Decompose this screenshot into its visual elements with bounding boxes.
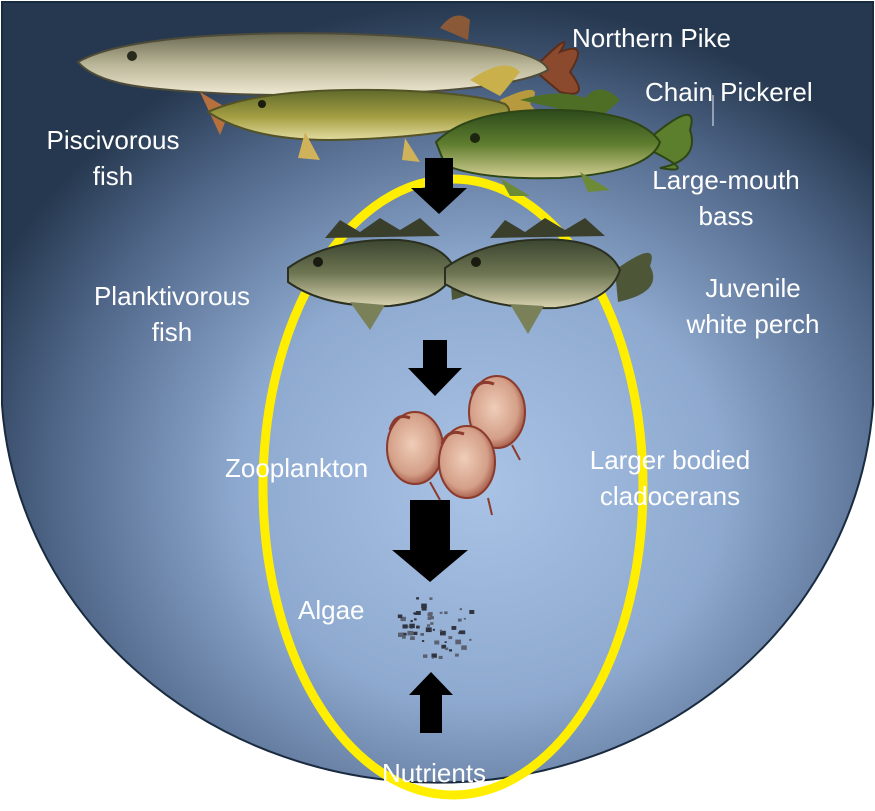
algae-particle [458, 619, 462, 622]
algae-particle [464, 618, 466, 620]
algae-particle [423, 654, 427, 658]
algae-particle [416, 611, 421, 615]
label-algae: Algae [298, 592, 365, 628]
algae-particle [444, 611, 447, 614]
algae-particle [427, 624, 430, 627]
algae-particle [445, 641, 447, 643]
algae-particle [409, 624, 415, 628]
algae-particle [430, 622, 433, 625]
algae-particle [434, 641, 439, 645]
label-largemouth-line2: bass [628, 198, 824, 234]
algae-particle [429, 597, 432, 600]
algae-particle [426, 627, 432, 632]
label-piscivorous-fish: Piscivorous fish [28, 122, 198, 194]
label-larger-bodied-cladocerans: Larger bodied cladocerans [560, 442, 780, 514]
algae-particle [416, 626, 420, 629]
algae-particle [422, 607, 427, 611]
label-cladocerans-line2: cladocerans [560, 478, 780, 514]
algae-particle [403, 624, 408, 628]
label-planktivorous-fish: Planktivorous fish [72, 278, 272, 350]
algae-particle [413, 612, 415, 614]
algae-particle [420, 633, 424, 636]
algae-particle [469, 639, 471, 641]
algae-particle [428, 613, 433, 617]
algae-particle [403, 633, 406, 636]
algae-particle [433, 629, 435, 631]
label-zooplankton: Zooplankton [225, 450, 368, 486]
algae-particle [455, 640, 461, 645]
algae-particle [414, 618, 417, 620]
label-largemouth-line1: Large-mouth [628, 162, 824, 198]
algae-particle [440, 630, 442, 632]
algae-particle [407, 631, 413, 636]
label-chain-pickerel: Chain Pickerel [645, 74, 813, 110]
label-juvenile-line2: white perch [660, 306, 846, 342]
algae-particle [428, 617, 432, 620]
label-northern-pike: Northern Pike [572, 20, 731, 56]
algae-particle [459, 631, 463, 634]
label-planktivorous-line2: fish [72, 314, 272, 350]
algae-particle [448, 636, 452, 639]
algae-particle [410, 636, 415, 640]
algae-particle [439, 656, 443, 659]
label-largemouth-bass: Large-mouth bass [628, 162, 824, 234]
algae-particle [461, 645, 467, 650]
algae-particle [440, 612, 443, 614]
algae-particle [416, 597, 419, 599]
algae-particle [455, 654, 459, 657]
label-nutrients: Nutrients [382, 755, 486, 791]
label-piscivorous-line1: Piscivorous [28, 122, 198, 158]
algae-particle [410, 620, 413, 622]
algae-particle [449, 649, 452, 651]
algae-particle [398, 633, 404, 637]
algae-particle [445, 648, 448, 651]
algae-particle [469, 610, 474, 614]
label-juvenile-line1: Juvenile [660, 270, 846, 306]
algae-particle [422, 640, 424, 642]
algae-particle [413, 632, 417, 635]
label-juvenile-white-perch: Juvenile white perch [660, 270, 846, 342]
algae-particle [432, 657, 434, 659]
algae-particle [460, 608, 462, 610]
algae-particle [398, 615, 403, 619]
algae-particle [452, 626, 457, 630]
label-piscivorous-line2: fish [28, 158, 198, 194]
label-planktivorous-line1: Planktivorous [72, 278, 272, 314]
label-cladocerans-line1: Larger bodied [560, 442, 780, 478]
